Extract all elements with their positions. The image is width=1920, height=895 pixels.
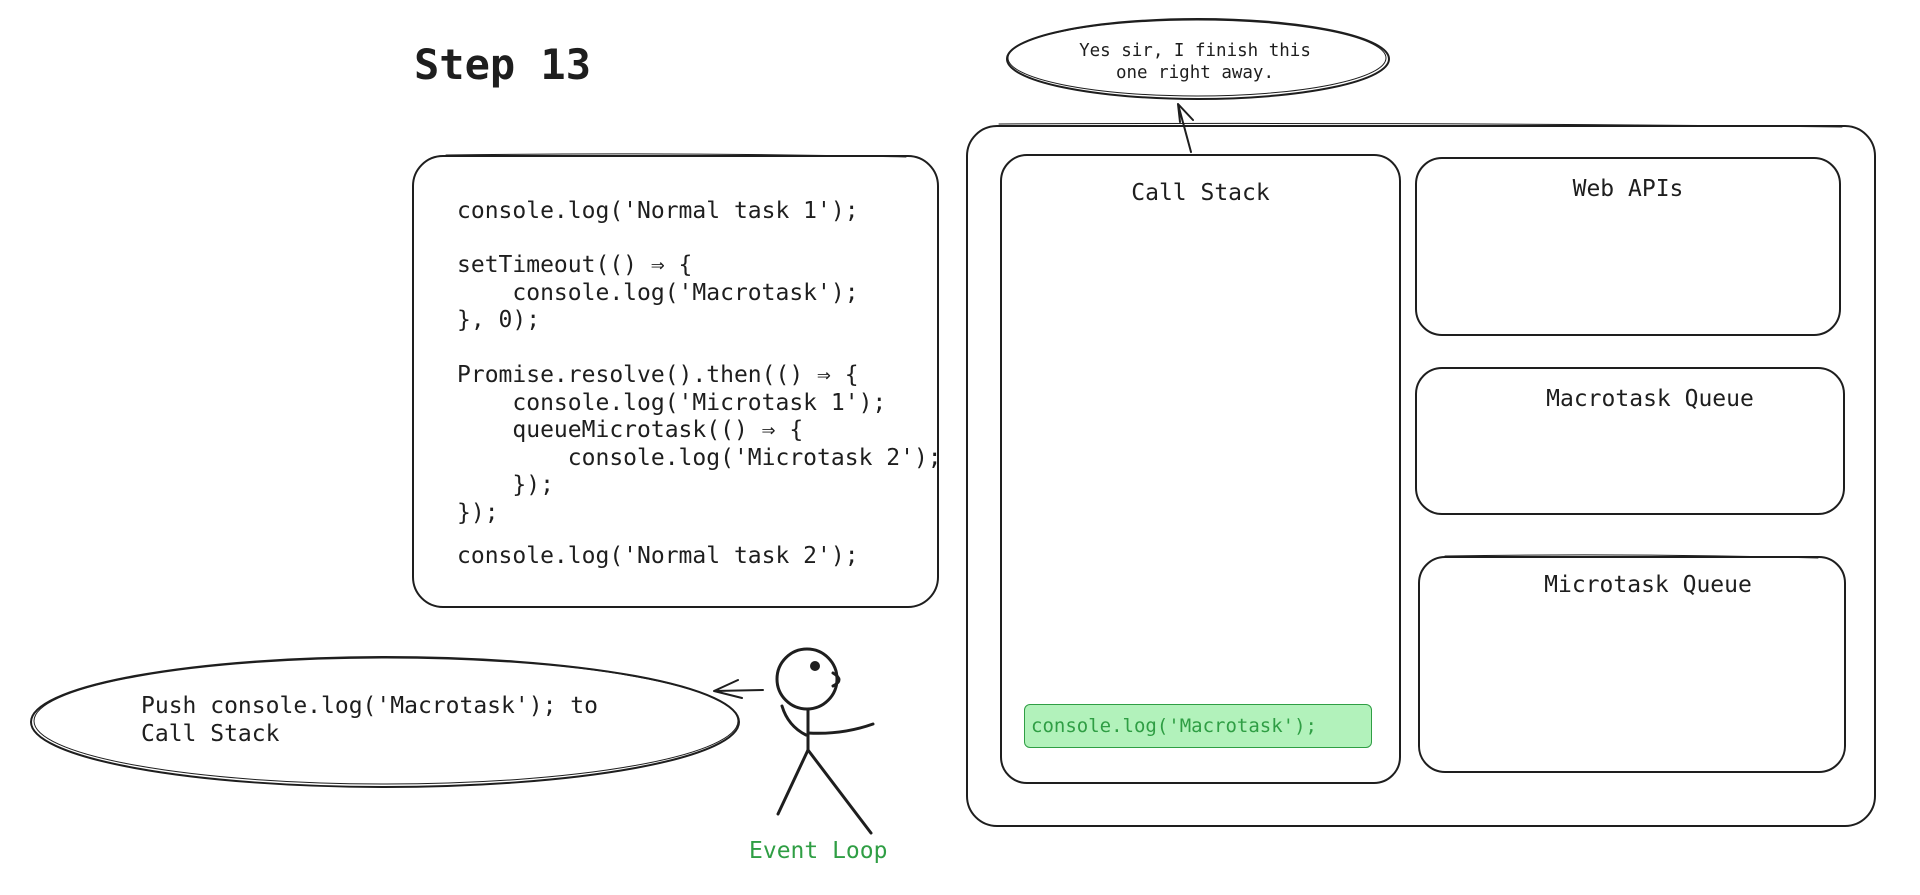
macrotask-queue-panel-box (1415, 367, 1845, 515)
call-stack-title: Call Stack (1131, 180, 1270, 206)
call-stack-panel-box (1000, 154, 1401, 784)
code-block-promise: Promise.resolve().then(() ⇒ { console.lo… (457, 362, 942, 526)
web-apis-panel-box (1415, 157, 1841, 336)
call-stack-speech-text: Yes sir, I finish this one right away. (1079, 41, 1311, 83)
code-box (412, 155, 939, 608)
microtask-queue-panel-box (1418, 556, 1846, 773)
call-stack-pointer-arrow (1177, 103, 1194, 153)
call-stack-speech-bubble (1006, 18, 1390, 100)
event-loop-speech-text: Push console.log('Macrotask'); to Call S… (141, 693, 598, 747)
macrotask-queue-title: Macrotask Queue (1546, 386, 1754, 412)
call-stack-item: console.log('Macrotask'); (1024, 704, 1372, 748)
runtime-container (966, 125, 1876, 827)
code-line-normal-task-2: console.log('Normal task 2'); (457, 543, 859, 569)
event-loop-label: Event Loop (749, 838, 888, 864)
event-loop-stick-figure (775, 647, 875, 835)
code-box-sketch (445, 153, 907, 158)
code-block-set-timeout: setTimeout(() ⇒ { console.log('Macrotask… (457, 252, 859, 333)
microtask-queue-title: Microtask Queue (1544, 572, 1752, 598)
event-loop-speech-bubble (30, 656, 740, 788)
step-title: Step 13 (414, 40, 592, 89)
web-apis-title: Web APIs (1572, 176, 1684, 202)
code-line-normal-task-1: console.log('Normal task 1'); (457, 198, 859, 224)
event-loop-speech-arrow (713, 679, 764, 699)
runtime-container-sketch (998, 122, 1843, 128)
